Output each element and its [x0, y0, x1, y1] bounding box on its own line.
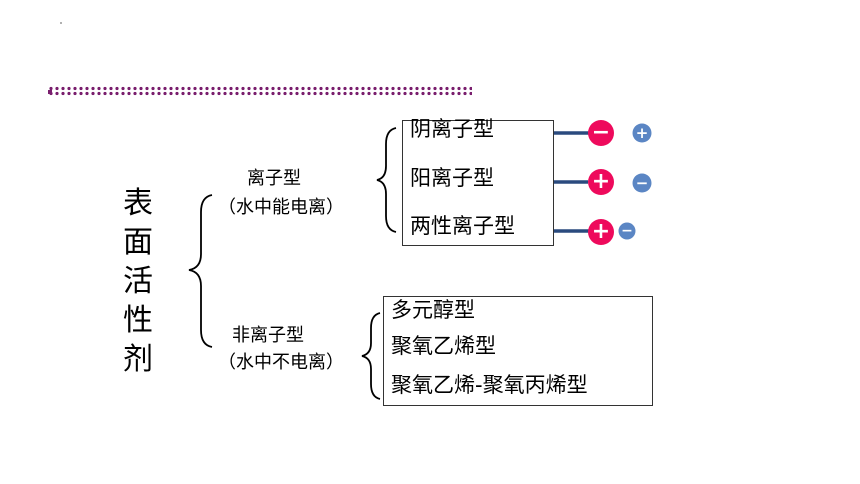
ionic-brace — [376, 127, 397, 233]
cationic-type: 阳离子型 — [410, 166, 494, 190]
nonionic-types-box — [383, 296, 653, 406]
nonionic-note: （水中不电离） — [218, 352, 344, 373]
main-title: 表面活性剂 — [118, 184, 158, 379]
zwitterionic-type: 两性离子型 — [410, 214, 515, 238]
anionic-head — [588, 120, 614, 146]
plus-sign: + — [591, 219, 611, 244]
polyoxyethylene-type: 聚氧乙烯型 — [391, 334, 496, 358]
counterion-cation — [632, 123, 652, 143]
plus-sign: + — [591, 169, 611, 194]
main-brace — [188, 194, 213, 348]
dotted-rule — [48, 86, 472, 96]
small-minus-sign: − — [635, 174, 649, 192]
nonionic-brace — [361, 312, 381, 400]
ionic-note: （水中能电离） — [218, 197, 344, 218]
ionic-types-box — [402, 120, 554, 246]
cationic-head — [588, 169, 614, 195]
zwitterionic-anion — [618, 222, 636, 240]
small-plus-sign: + — [635, 124, 649, 142]
ionic-label: 离子型 — [247, 168, 301, 189]
anionic-type: 阴离子型 — [410, 117, 494, 141]
counterion-anion — [632, 173, 652, 193]
minus-sign: − — [591, 120, 611, 145]
nonionic-label: 非离子型 — [232, 325, 304, 346]
eo-po-copolymer-type: 聚氧乙烯-聚氧丙烯型 — [391, 373, 588, 397]
zwitterionic-head — [588, 219, 614, 245]
small-minus-sign: − — [621, 223, 633, 239]
main-title-text: 表面活性剂 — [123, 186, 153, 377]
decorative-dot — [60, 22, 62, 24]
polyol-type: 多元醇型 — [391, 298, 475, 322]
